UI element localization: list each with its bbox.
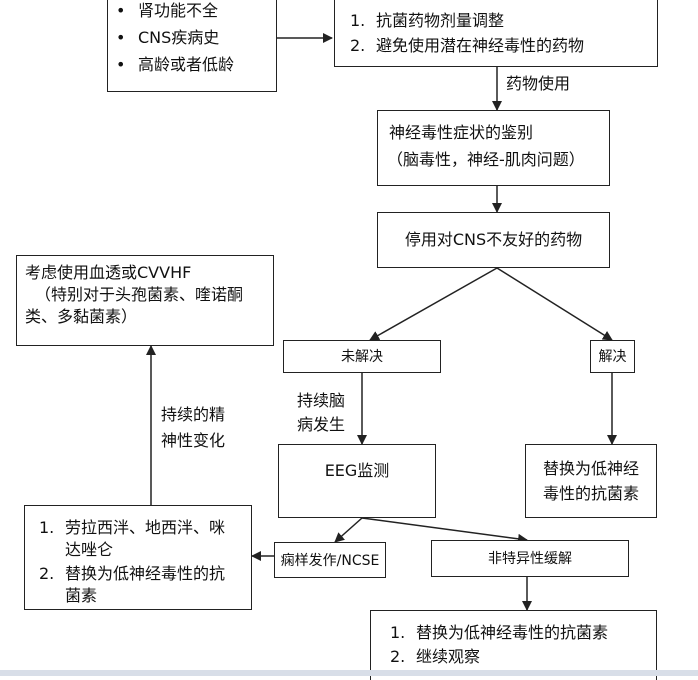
arrow-stop-to-resolved [496,267,613,341]
arrow-stop-to-unresolved [369,267,498,341]
final-item: 1.替换为低神经毒性的抗菌素 [390,623,609,642]
switch-line: 替换为低神经 [542,459,639,478]
drug-use-label: 药物使用 [506,74,571,93]
nonspecific-box: 非特异性缓解 [431,540,629,577]
bottom-edge-bar [0,670,698,676]
persistent-mental-change-label: 持续的精 神性变化 [161,405,226,450]
risk-factor-item: CNS疾病史 [108,27,276,49]
unresolved-text: 未解决 [341,349,383,365]
identify-title: 神经毒性症状的鉴别 [389,123,534,142]
risk-factor-item: 肾功能不全 [108,0,276,22]
arrow-eeg-to-nonspecific [361,517,528,544]
nonspecific-text: 非特异性缓解 [488,551,572,567]
dialysis-line: 类、多黏菌素） [25,307,138,326]
prevention-item: 2.避免使用潜在神经毒性的药物 [350,36,585,55]
final-box: 1.替换为低神经毒性的抗菌素 2.继续观察 [370,610,657,680]
identify-box: 神经毒性症状的鉴别 （脑毒性，神经-肌肉问题） [377,110,610,186]
dialysis-line: 考虑使用血透或CVVHF [25,263,192,282]
eeg-text: EEG监测 [324,461,390,480]
persistent-encephalopathy-label: 持续脑 病发生 [297,391,346,434]
identify-subtitle: （脑毒性，神经-肌肉问题） [387,150,585,169]
seizure-text: 痫样发作/NCSE [280,553,380,569]
final-item: 2.继续观察 [390,647,481,666]
arrow-eeg-to-seizure [334,517,363,543]
dialysis-box: 考虑使用血透或CVVHF （特别对于头孢菌素、喹诺酮 类、多黏菌素） [16,255,274,346]
risk-factors-box: 肾功能不全 CNS疾病史 高龄或者低龄 [107,0,277,92]
unresolved-box: 未解决 [283,340,441,373]
seizure-treatment-box: 1.劳拉西泮、地西泮、咪达唑仑 2.替换为低神经毒性的抗菌素 [24,505,252,610]
prevention-item: 1.抗菌药物剂量调整 [350,11,505,30]
treatment-item: 1.劳拉西泮、地西泮、咪达唑仑 [39,518,226,559]
switch-line: 毒性的抗菌素 [542,484,639,503]
seizure-box: 痫样发作/NCSE [274,542,386,578]
switch-antibiotic-box: 替换为低神经 毒性的抗菌素 [525,444,657,518]
stop-drugs-box: 停用对CNS不友好的药物 [377,212,610,268]
prevention-box: 1.抗菌药物剂量调整 2.避免使用潜在神经毒性的药物 [334,0,658,67]
resolved-text: 解决 [598,349,627,365]
eeg-box: EEG监测 [278,444,436,518]
resolved-box: 解决 [590,340,635,373]
stop-drugs-text: 停用对CNS不友好的药物 [404,230,583,249]
risk-factor-item: 高龄或者低龄 [108,54,276,76]
dialysis-line: （特别对于头孢菌素、喹诺酮 [35,285,244,304]
treatment-item: 2.替换为低神经毒性的抗菌素 [39,564,226,605]
